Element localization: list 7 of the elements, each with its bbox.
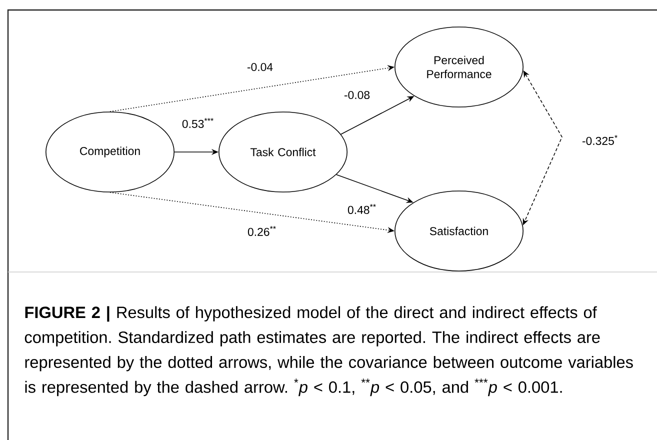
edge-label: -0.325$^{*}$: [580, 134, 620, 146]
figure-caption: FIGURE 2 | Results of hypothesized model of the direct and indirect effects of competition. Standardized path estimates are reported. The indirect effects are represented by the dotted arrows, while the covariance between outcome variables is represented by the dashed arrow. $^{*}$p < 0.1, $^{**}$p < 0.05, and $^{***}$p < 0.001.: [24, 306, 633, 396]
edge-label: -0.04: [246, 62, 274, 72]
edge-label: 0.53$^{***}$: [180, 117, 216, 129]
edge-label: 0.48$^{**}$: [346, 203, 378, 215]
edge-label: 0.26$^{**}$: [246, 225, 278, 237]
edge-label: -0.08: [342, 90, 372, 100]
